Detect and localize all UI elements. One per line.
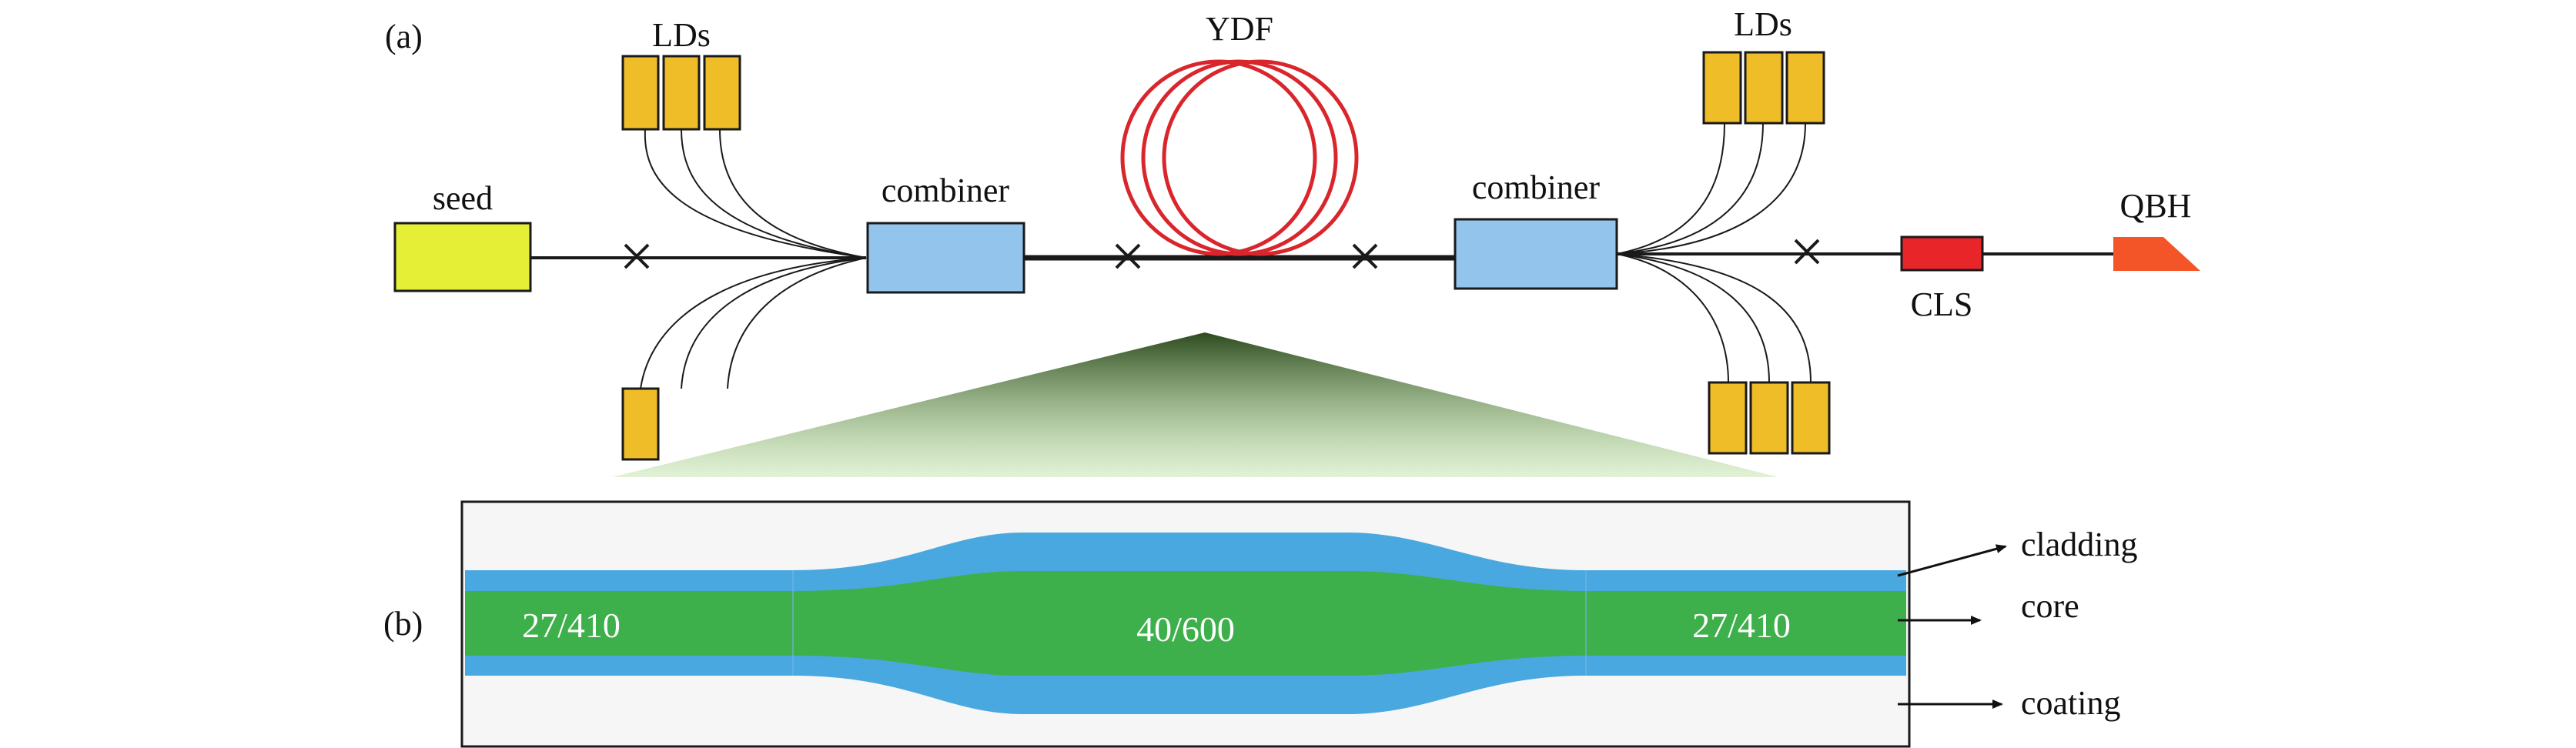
right-ld-group-top — [1702, 51, 1825, 125]
combiner-left-label: combiner — [882, 172, 1010, 209]
section-right-label: 27/410 — [1692, 606, 1791, 645]
splice-marks — [624, 239, 1820, 269]
splice-mark — [624, 243, 650, 269]
panel-a-label: (a) — [385, 18, 423, 55]
ld-diode — [621, 55, 660, 131]
splice-mark — [1352, 243, 1378, 269]
splice-mark — [1115, 243, 1141, 269]
core-callout: core — [2021, 587, 2079, 625]
right-ld-group-bottom — [1708, 381, 1831, 455]
qbh-connector — [2113, 237, 2200, 271]
ld-diode — [1791, 381, 1831, 455]
ld-diode — [703, 55, 741, 131]
ld-diode-bottom-left — [621, 387, 660, 461]
zoom-triangle — [612, 332, 1778, 477]
section-left-label: 27/410 — [522, 606, 621, 645]
combiner-right-label: combiner — [1472, 169, 1601, 206]
right-pump-fibers — [1616, 122, 1812, 383]
left-ld-group-top — [621, 55, 741, 131]
seed-label: seed — [433, 179, 493, 217]
cls-stripper — [1900, 235, 1984, 272]
cladding-callout: cladding — [2021, 526, 2138, 563]
seed-laser — [393, 222, 532, 292]
left-pump-fibers — [640, 129, 867, 389]
ld-diode — [1749, 381, 1789, 455]
combiner-right — [1454, 218, 1618, 290]
callout-arrows — [1897, 544, 2007, 709]
ydf-label: YDF — [1206, 10, 1273, 48]
cls-label: CLS — [1911, 286, 1973, 323]
core-region — [465, 571, 1906, 676]
ld-diode — [1785, 51, 1825, 125]
coating-callout: coating — [2021, 684, 2121, 722]
lds-right-label: LDs — [1734, 5, 1792, 43]
ydf-coil — [1120, 59, 1359, 256]
lds-left-label: LDs — [652, 16, 711, 54]
combiner-left — [866, 222, 1025, 294]
ld-diode — [1744, 51, 1784, 125]
main-fiber — [531, 252, 2113, 261]
section-middle-label: 40/600 — [1136, 609, 1235, 649]
splice-mark — [1794, 239, 1820, 265]
qbh-label: QBH — [2120, 187, 2192, 225]
ld-diode — [1702, 51, 1742, 125]
ld-diode — [662, 55, 701, 131]
panel-b-label: (b) — [383, 605, 423, 643]
ld-diode — [1708, 381, 1748, 455]
cladding-arrow — [1897, 544, 2007, 577]
